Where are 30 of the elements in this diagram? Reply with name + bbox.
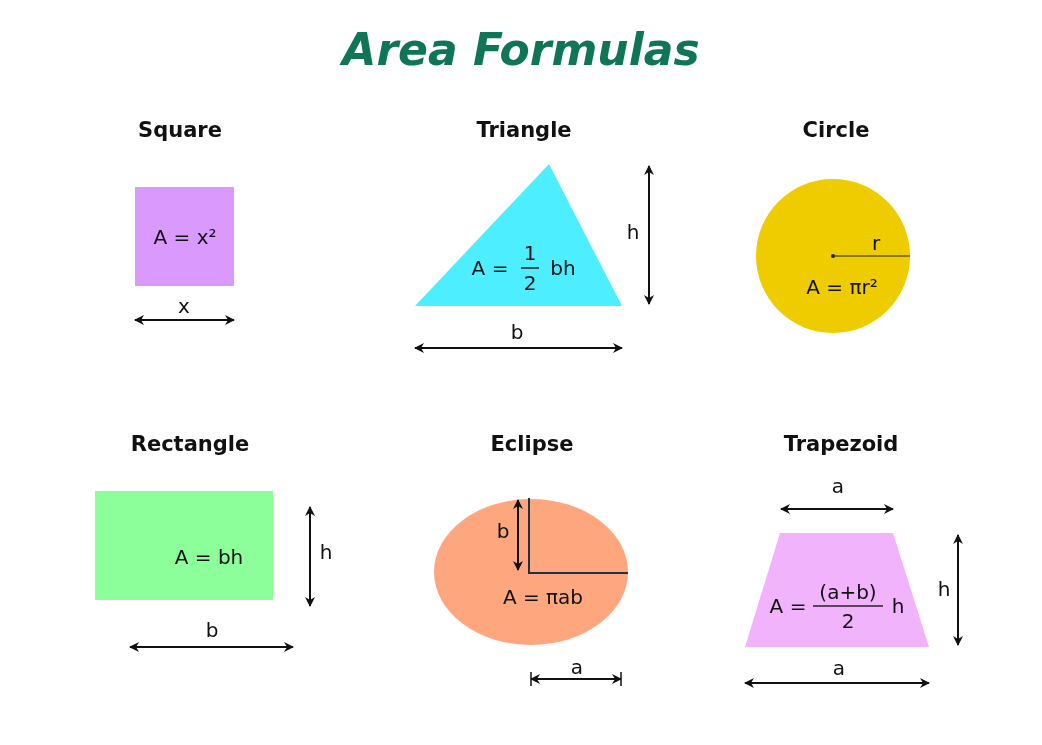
- shape-heading: Rectangle: [130, 433, 250, 455]
- area-formula: bh: [550, 258, 576, 278]
- area-formula: A = πab: [502, 587, 584, 607]
- area-formula: A =: [471, 258, 509, 278]
- dimension-label: x: [178, 296, 190, 316]
- dimension-label: h: [626, 222, 640, 242]
- dimension-label: b: [496, 521, 510, 541]
- dimension-label: b: [205, 620, 219, 640]
- fraction-numerator: 1: [523, 243, 537, 263]
- area-formula: A =: [769, 596, 807, 616]
- dimension-label: a: [570, 657, 584, 677]
- diagram-title: Area Formulas: [0, 24, 1042, 75]
- dimension-label: a: [832, 658, 846, 678]
- dimension-label: a: [831, 476, 845, 496]
- fraction-denominator: 2: [523, 273, 537, 293]
- shape-heading: Square: [138, 119, 222, 141]
- shape-heading: Eclipse: [490, 433, 574, 455]
- fraction-denominator: 2: [841, 611, 855, 631]
- shape-heading: Trapezoid: [783, 433, 899, 455]
- shape-heading: Triangle: [476, 119, 572, 141]
- area-formula: A = x²: [153, 227, 217, 247]
- dimension-label: r: [871, 233, 881, 253]
- area-formula: h: [891, 596, 905, 616]
- shape-heading: Circle: [802, 119, 870, 141]
- area-formula: A = πr²: [806, 277, 878, 297]
- area-formula: A = bh: [174, 547, 244, 567]
- dimension-label: h: [937, 579, 951, 599]
- dimension-label: h: [319, 542, 333, 562]
- dimension-label: b: [510, 322, 524, 342]
- fraction-numerator: (a+b): [819, 582, 877, 602]
